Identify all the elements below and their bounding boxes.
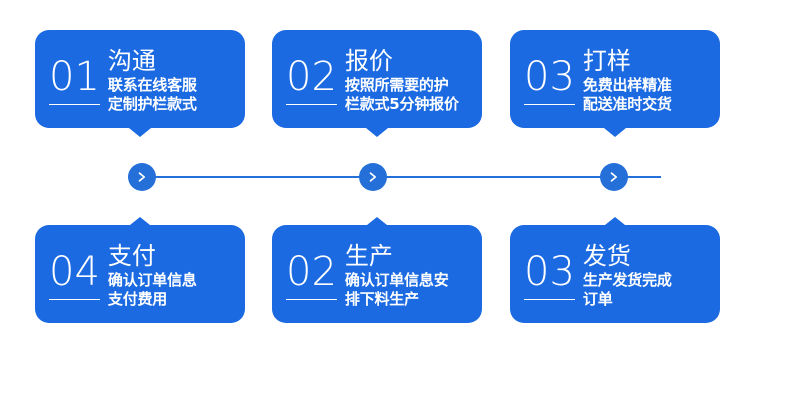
step-title: 打样: [582, 46, 631, 75]
card-notch-up-icon: [605, 217, 625, 225]
step-card-01[interactable]: 01 沟通 联系在线客服 定制护栏款式: [35, 30, 245, 137]
card-notch-down-icon: [366, 128, 388, 137]
step-number: 01: [49, 53, 100, 100]
chevron-right-icon: [135, 170, 149, 184]
step-number-underline: [286, 103, 337, 106]
step-description: 免费出样精准 配送准时交货: [582, 75, 672, 113]
connector-arrow-node: [600, 163, 628, 191]
step-number: 03: [524, 53, 575, 100]
connector-line-segment: [627, 176, 661, 178]
step-description: 按照所需要的护 栏款式5分钟报价: [344, 75, 459, 113]
step-card-03[interactable]: 03 打样 免费出样精准 配送准时交货: [510, 30, 720, 137]
step-number-underline: [49, 298, 100, 301]
step-description: 生产发货完成 订单: [582, 270, 672, 308]
step-title: 发货: [582, 241, 631, 270]
step-number: 04: [49, 248, 100, 295]
step-number: 02: [286, 248, 337, 295]
step-number: 03: [524, 248, 575, 295]
step-description: 联系在线客服 定制护栏款式: [107, 75, 197, 113]
step-card-06[interactable]: 03 发货 生产发货完成 订单: [510, 217, 720, 323]
step-number-block: 03: [524, 53, 575, 106]
step-number-block: 01: [49, 53, 100, 106]
card-notch-up-icon: [130, 217, 150, 225]
bottom-row: 04 支付 确认订单信息 支付费用 02 生产 确认订单信息安 排下料生产: [0, 217, 790, 333]
card-notch-down-icon: [604, 128, 626, 137]
connector-line-segment: [147, 176, 367, 178]
step-description: 确认订单信息安 排下料生产: [344, 270, 449, 308]
card-notch-up-icon: [367, 217, 387, 225]
step-number-underline: [524, 103, 575, 106]
step-card-02[interactable]: 02 报价 按照所需要的护 栏款式5分钟报价: [272, 30, 482, 137]
step-number-block: 02: [286, 248, 337, 301]
step-number-underline: [286, 298, 337, 301]
chevron-right-icon: [607, 170, 621, 184]
step-title: 沟通: [107, 46, 156, 75]
step-title: 生产: [344, 241, 393, 270]
connector-arrow-node: [359, 163, 387, 191]
step-title: 支付: [107, 241, 156, 270]
step-number-block: 02: [286, 53, 337, 106]
top-row: 01 沟通 联系在线客服 定制护栏款式 02 报价 按照所需要的护 栏款式5分钟…: [0, 30, 790, 138]
connector-line-segment: [386, 176, 607, 178]
connector-arrow-node: [128, 163, 156, 191]
step-title: 报价: [344, 46, 393, 75]
step-number-block: 04: [49, 248, 100, 301]
step-description: 确认订单信息 支付费用: [107, 270, 197, 308]
step-number-underline: [524, 298, 575, 301]
step-number-block: 03: [524, 248, 575, 301]
step-number-underline: [49, 103, 100, 106]
chevron-right-icon: [366, 170, 380, 184]
step-card-05[interactable]: 02 生产 确认订单信息安 排下料生产: [272, 217, 482, 323]
flow-connector: [0, 161, 790, 193]
step-card-04[interactable]: 04 支付 确认订单信息 支付费用: [35, 217, 245, 323]
card-notch-down-icon: [129, 128, 151, 137]
step-number: 02: [286, 53, 337, 100]
